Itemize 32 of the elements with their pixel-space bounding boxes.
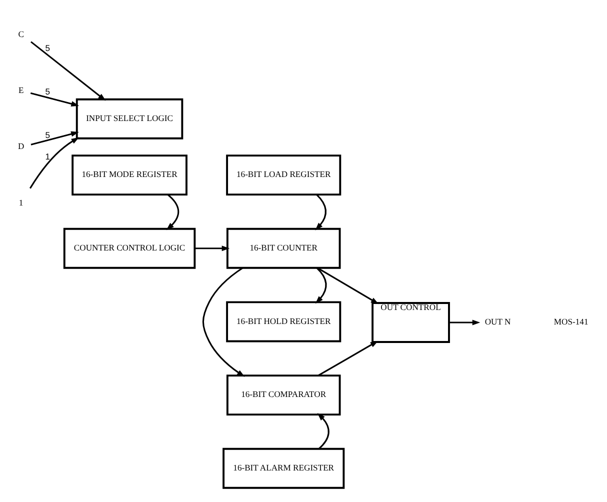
- arrow: [317, 266, 379, 304]
- node-text: E: [18, 84, 24, 94]
- edge-label: 5: [45, 42, 50, 52]
- arrow: [315, 267, 327, 304]
- arrow: [30, 130, 79, 145]
- arrow: [449, 319, 480, 325]
- arrow: [318, 340, 378, 376]
- node-box: INPUT SELECT LOGIC: [76, 98, 184, 139]
- node-text: 1: [18, 196, 24, 207]
- arrow: [202, 266, 245, 376]
- arrow: [315, 194, 326, 230]
- node-box: 16-BIT COMPARATOR: [226, 374, 341, 416]
- node-text: OUT N: [484, 316, 511, 326]
- edge-label: 5: [45, 130, 50, 140]
- arrow: [30, 92, 80, 106]
- node-text: D: [18, 140, 24, 151]
- node-box: 16-BIT COUNTER: [226, 227, 341, 268]
- node-box: 16-BIT LOAD REGISTER: [226, 154, 342, 196]
- arrow: [194, 245, 230, 251]
- node-box: 16-BIT HOLD REGISTER: [226, 300, 342, 342]
- arrow: [166, 194, 180, 230]
- edge-label: 1: [45, 150, 50, 161]
- node-text: C: [18, 28, 24, 38]
- node-box: OUT CONTROL: [372, 302, 450, 342]
- edge-label: 5: [45, 86, 50, 96]
- node-box: 16-BIT MODE REGISTER: [72, 154, 188, 196]
- label: MOS-141: [554, 316, 588, 326]
- node-box: COUNTER CONTROL LOGIC: [63, 227, 196, 268]
- arrow: [30, 40, 106, 100]
- node-box: 16-BIT ALARM REGISTER: [222, 447, 345, 488]
- arrow: [29, 136, 80, 188]
- arrow: [317, 412, 330, 449]
